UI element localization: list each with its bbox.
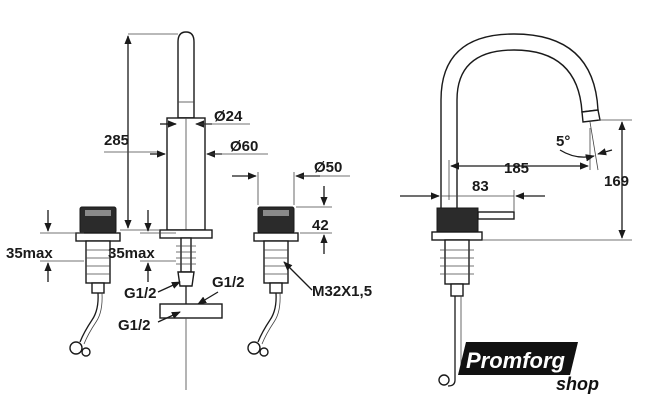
- watermark-brand: Promforg: [466, 348, 566, 373]
- dim-max-center: 35max: [108, 245, 155, 262]
- dim-max-left: 35max: [6, 245, 53, 262]
- right-handle-valve: [247, 206, 299, 357]
- side-dimension-lines: [400, 119, 632, 241]
- front-dimension-lines: [40, 33, 350, 323]
- dim-reach-185: 185: [504, 160, 529, 177]
- central-spout: [159, 31, 223, 390]
- thread-outlet: G1/2: [118, 317, 151, 334]
- dim-outlet-height-169: 169: [604, 173, 629, 190]
- front-dimension-labels: 285 Ø24 Ø60 Ø50 42 35max 35max G1/2 G1/2…: [6, 108, 372, 334]
- dim-body-diameter: Ø60: [230, 138, 258, 155]
- dim-handle-diameter: Ø50: [314, 159, 342, 176]
- dim-angle-5: 5°: [556, 133, 570, 150]
- dim-handle-height: 42: [312, 217, 329, 234]
- thread-mount: M32X1,5: [312, 283, 372, 300]
- dim-height-285: 285: [104, 132, 129, 149]
- left-handle-valve: [69, 206, 121, 357]
- dim-lever-83: 83: [472, 178, 489, 195]
- dim-spout-diameter: Ø24: [214, 108, 243, 125]
- side-view-faucet: [431, 33, 601, 387]
- thread-inlet-left: G1/2: [124, 285, 157, 302]
- promforg-watermark: Promforg shop: [458, 342, 599, 394]
- thread-inlet-right: G1/2: [212, 274, 245, 291]
- side-dimension-labels: 185 83 169 5°: [472, 133, 629, 195]
- watermark-suffix: shop: [556, 374, 599, 394]
